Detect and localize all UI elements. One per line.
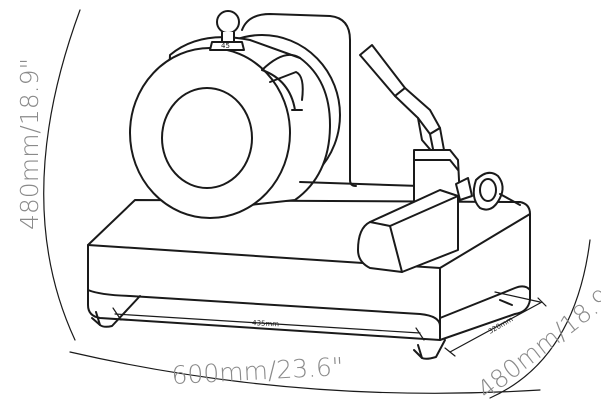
cutter-wheel-assembly: 45 — [129, 10, 341, 219]
machine-base — [87, 199, 531, 360]
dimension-lines — [112, 291, 547, 357]
right-guide-arc — [489, 239, 591, 399]
width-dimension: 600mm/23.6" — [171, 352, 344, 390]
knob-label: 45 — [221, 42, 230, 50]
inner-length-label: 435mm — [252, 319, 280, 328]
lever-arm — [359, 44, 445, 155]
motor-box — [357, 189, 459, 273]
height-dimension: 480mm/18.9" — [15, 58, 44, 230]
bottom-guide-arc — [69, 351, 541, 394]
left-guide-arc — [43, 9, 81, 341]
